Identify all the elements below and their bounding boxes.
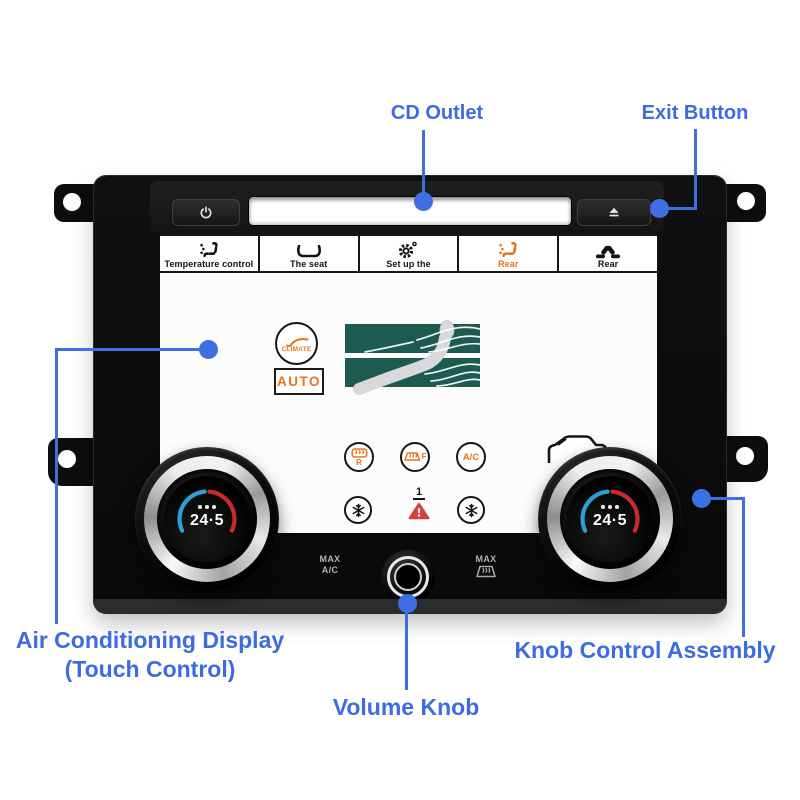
callout-knob-assembly: Knob Control Assembly	[514, 637, 776, 663]
callout-ac-display-line2: (Touch Control)	[64, 655, 236, 682]
right-temperature-knob[interactable]: 24·5	[538, 447, 682, 591]
tab-bar: Temperature control The seat	[160, 234, 657, 273]
callout-exit-button: Exit Button	[641, 102, 749, 124]
tab-label: The seat	[290, 259, 328, 269]
fan-left-button[interactable]	[344, 496, 372, 524]
mounting-ear-top-right	[722, 184, 766, 222]
callout-dot-volume	[398, 594, 417, 613]
rear-defrost-label: R	[356, 457, 362, 467]
heated-seat-icon	[496, 242, 520, 259]
knob-display-face: 24·5	[567, 476, 653, 562]
left-temperature-knob[interactable]: 24·5	[135, 447, 279, 591]
rear-defrost-icon	[350, 447, 368, 458]
callout-volume-knob: Volume Knob	[332, 694, 480, 720]
temperature-arc	[580, 489, 640, 533]
eject-button[interactable]	[577, 199, 651, 226]
callout-cd-outlet: CD Outlet	[390, 102, 484, 124]
max-ac-line1: MAX	[319, 554, 341, 564]
front-defrost-icon	[403, 452, 420, 461]
callout-dot-knob	[692, 489, 711, 508]
callout-line-cd	[422, 130, 425, 196]
tab-label: Temperature control	[164, 259, 254, 269]
max-ac-line2: A/C	[321, 565, 339, 575]
callout-line-volume	[405, 604, 408, 690]
callout-line-display-h	[55, 348, 208, 351]
tab-label: Rear	[597, 259, 619, 269]
rear-defrost-button[interactable]: R	[344, 442, 374, 472]
callout-dot-cd	[414, 192, 433, 211]
snowflake-icon	[352, 503, 364, 517]
tab-label: Set up the	[386, 259, 431, 269]
callout-line-exit-h	[662, 207, 697, 210]
power-button[interactable]	[172, 199, 240, 226]
tab-the-seat[interactable]: The seat	[257, 236, 358, 271]
screw-hole	[63, 193, 81, 211]
front-seats-icon	[296, 242, 322, 259]
mounting-ear-top-left	[54, 184, 98, 222]
tab-label: Rear	[498, 259, 519, 269]
callout-ac-display: Air Conditioning Display (Touch Control)	[0, 626, 305, 684]
callout-line-display-v	[55, 348, 58, 624]
screw-hole	[736, 447, 754, 465]
rear-seats-icon	[595, 242, 621, 259]
mounting-ear-mid-right	[722, 436, 768, 482]
tab-rear-climate[interactable]: Rear	[457, 236, 557, 271]
gear-icon	[397, 241, 419, 259]
hazard-triangle-icon	[408, 502, 430, 520]
callout-ac-display-line1: Air Conditioning Display	[15, 627, 285, 653]
eject-icon	[609, 207, 619, 217]
callout-line-exit-v	[694, 129, 697, 209]
knob-dots	[164, 505, 250, 509]
front-defrost-label: F	[421, 452, 427, 461]
callout-dot-display	[199, 340, 218, 359]
knob-dots	[567, 505, 653, 509]
climate-swoosh-icon	[285, 337, 308, 347]
control-panel-bezel: Temperature control The seat	[94, 176, 726, 613]
ac-button[interactable]: A/C	[456, 442, 486, 472]
power-icon	[200, 206, 212, 218]
temperature-arc	[177, 489, 237, 533]
volume-knob[interactable]	[381, 550, 435, 604]
ac-label: A/C	[462, 451, 480, 463]
screw-hole	[58, 450, 76, 468]
tab-set-up[interactable]: Set up the	[357, 236, 458, 271]
cd-slot[interactable]	[248, 196, 572, 226]
volume-knob-inner-ring	[394, 563, 422, 591]
callout-line-knob-v	[742, 497, 745, 637]
front-defrost-button[interactable]: F	[400, 442, 430, 472]
knob-display-face: 24·5	[164, 476, 250, 562]
auto-label: AUTO	[276, 374, 321, 389]
callout-dot-exit	[650, 199, 669, 218]
tab-temperature-control[interactable]: Temperature control	[160, 236, 258, 271]
hazard-number: 1	[412, 486, 426, 501]
left-temperature-value: 24·5	[189, 512, 225, 529]
seat-airflow-graphic	[343, 318, 483, 401]
max-ac-label: MAX A/C	[313, 554, 347, 576]
climate-label: CLIMATE	[281, 345, 312, 353]
auto-button[interactable]: AUTO	[274, 368, 324, 395]
max-defrost-text: MAX	[475, 554, 497, 564]
callout-line-knob-h	[701, 497, 745, 500]
hazard-button[interactable]: 1	[407, 486, 431, 528]
fan-right-button[interactable]	[457, 496, 485, 524]
climate-button[interactable]: CLIMATE	[275, 322, 318, 365]
snowflake-icon	[465, 503, 477, 517]
max-defrost-icon	[476, 565, 496, 578]
tab-rear-seats[interactable]: Rear	[557, 236, 657, 271]
max-defrost-label: MAX	[469, 554, 503, 582]
heated-seat-icon	[197, 242, 221, 259]
screw-hole	[737, 192, 755, 210]
right-temperature-value: 24·5	[592, 512, 628, 529]
